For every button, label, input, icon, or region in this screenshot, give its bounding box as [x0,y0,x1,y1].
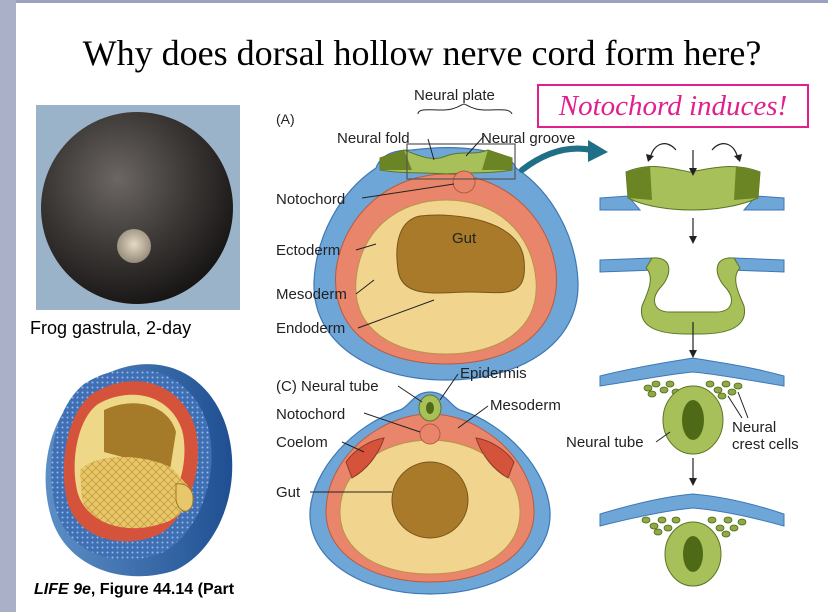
leader-notochord-a [361,183,455,199]
photo-caption: Frog gastrula, 2-day [30,318,192,338]
slide-title: Why does dorsal hollow nerve cord form h… [82,33,762,73]
sequence-stage-4 [599,493,785,587]
label-neural-plate: Neural plate [414,87,495,104]
left-border-bar [0,0,16,612]
leader-neural-tube-c [397,385,423,403]
sequence-arrowhead-3 [689,478,697,486]
label-neural-crest-2: crest cells [732,436,799,453]
panel-a-letter: (A) [276,111,295,127]
neural-plate-bracket [417,103,513,115]
label-panel-c-neural-tube: (C) Neural tube [276,378,379,395]
label-neural-crest-1: Neural [732,419,776,436]
leader-epidermis [439,373,459,401]
label-mesoderm-c: Mesoderm [490,397,561,414]
sequence-arrowhead-1 [689,236,697,244]
source-figure: , Figure 44.14 (Part [90,581,235,598]
label-gut-c: Gut [276,484,301,501]
leader-endoderm [357,299,435,329]
label-mesoderm-a: Mesoderm [276,286,347,303]
leader-mesoderm-a [355,279,375,295]
figure-source: LIFE 9e, Figure 44.14 (Part [34,581,234,599]
label-gut-a: Gut [452,230,477,247]
label-notochord-a: Notochord [276,191,345,208]
leader-neural-fold [427,138,435,161]
label-neural-tube-seq: Neural tube [566,434,644,451]
embryo-cutaway-illustration [45,364,233,577]
label-neural-fold: Neural fold [337,130,410,147]
sequence-stage-2 [599,257,785,335]
leader-neural-groove [465,135,485,157]
leader-neural-tube-seq [655,431,671,443]
top-border-rule [16,0,828,3]
leader-mesoderm-c [457,405,489,429]
panel-a-cross-section [313,143,579,381]
panel-c-cross-section [309,391,551,595]
leader-neural-crest-a [727,395,743,419]
frog-gastrula-photo [36,105,240,310]
source-book: LIFE 9e [34,581,91,598]
label-ectoderm: Ectoderm [276,242,340,259]
label-coelom: Coelom [276,434,328,451]
label-notochord-c: Notochord [276,406,345,423]
label-neural-groove: Neural groove [481,130,575,147]
leader-notochord-c [363,412,421,433]
leader-ectoderm [355,243,377,251]
sequence-arrowhead-2 [689,350,697,358]
label-endoderm: Endoderm [276,320,345,337]
callout-box: Notochord induces! [537,84,809,128]
sequence-stage-3 [599,357,785,455]
leader-neural-crest-b [737,391,749,419]
label-epidermis: Epidermis [460,365,527,382]
induction-arrow-icon [519,140,608,173]
sequence-stage-1 [599,143,785,211]
leader-coelom [341,441,365,453]
